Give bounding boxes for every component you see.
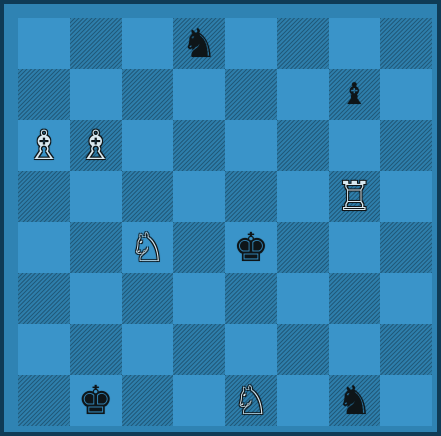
white-rook-icon[interactable]: ♖: [329, 171, 381, 222]
chess-board: ♞ ♝ ♗♗ ♖ ♘ ♚ ♚ ♘ ♞: [18, 18, 432, 426]
square-f4[interactable]: [277, 222, 329, 273]
square-g8[interactable]: [329, 18, 381, 69]
square-h5[interactable]: [380, 171, 432, 222]
square-g1[interactable]: ♞: [329, 375, 381, 426]
square-h4[interactable]: [380, 222, 432, 273]
square-b7[interactable]: [70, 69, 122, 120]
square-b3[interactable]: [70, 273, 122, 324]
square-a2[interactable]: [18, 324, 70, 375]
square-b8[interactable]: [70, 18, 122, 69]
square-f5[interactable]: [277, 171, 329, 222]
square-g4[interactable]: [329, 222, 381, 273]
square-d6[interactable]: [173, 120, 225, 171]
square-a7[interactable]: [18, 69, 70, 120]
black-knight-icon[interactable]: ♞: [173, 18, 225, 69]
square-b2[interactable]: [70, 324, 122, 375]
square-f7[interactable]: [277, 69, 329, 120]
square-f1[interactable]: [277, 375, 329, 426]
square-a4[interactable]: [18, 222, 70, 273]
square-e1[interactable]: ♘: [225, 375, 277, 426]
square-f8[interactable]: [277, 18, 329, 69]
square-e5[interactable]: [225, 171, 277, 222]
square-d7[interactable]: [173, 69, 225, 120]
black-bishop-icon[interactable]: ♝: [329, 69, 381, 120]
square-d5[interactable]: [173, 171, 225, 222]
white-bishop-icon[interactable]: ♗: [70, 120, 122, 171]
square-g5[interactable]: ♖: [329, 171, 381, 222]
square-d2[interactable]: [173, 324, 225, 375]
square-c7[interactable]: [122, 69, 174, 120]
square-e6[interactable]: [225, 120, 277, 171]
square-h2[interactable]: [380, 324, 432, 375]
square-c8[interactable]: [122, 18, 174, 69]
square-a8[interactable]: [18, 18, 70, 69]
square-g6[interactable]: [329, 120, 381, 171]
white-knight-icon[interactable]: ♘: [225, 375, 277, 426]
black-king-icon[interactable]: ♚: [70, 375, 122, 426]
square-e4[interactable]: ♚: [225, 222, 277, 273]
white-bishop-icon[interactable]: ♗: [18, 120, 70, 171]
square-h1[interactable]: [380, 375, 432, 426]
square-h7[interactable]: [380, 69, 432, 120]
square-c2[interactable]: [122, 324, 174, 375]
square-h6[interactable]: [380, 120, 432, 171]
square-c6[interactable]: [122, 120, 174, 171]
square-e7[interactable]: [225, 69, 277, 120]
square-a5[interactable]: [18, 171, 70, 222]
square-c5[interactable]: [122, 171, 174, 222]
square-d3[interactable]: [173, 273, 225, 324]
square-d1[interactable]: [173, 375, 225, 426]
square-e3[interactable]: [225, 273, 277, 324]
square-e8[interactable]: [225, 18, 277, 69]
black-king-icon[interactable]: ♚: [225, 222, 277, 273]
square-a6[interactable]: ♗: [18, 120, 70, 171]
square-a3[interactable]: [18, 273, 70, 324]
square-f3[interactable]: [277, 273, 329, 324]
square-d8[interactable]: ♞: [173, 18, 225, 69]
square-g2[interactable]: [329, 324, 381, 375]
square-g7[interactable]: ♝: [329, 69, 381, 120]
square-b5[interactable]: [70, 171, 122, 222]
square-b1[interactable]: ♚: [70, 375, 122, 426]
square-b6[interactable]: ♗: [70, 120, 122, 171]
square-c3[interactable]: [122, 273, 174, 324]
square-b4[interactable]: [70, 222, 122, 273]
square-e2[interactable]: [225, 324, 277, 375]
square-a1[interactable]: [18, 375, 70, 426]
square-c4[interactable]: ♘: [122, 222, 174, 273]
square-f6[interactable]: [277, 120, 329, 171]
square-h8[interactable]: [380, 18, 432, 69]
square-f2[interactable]: [277, 324, 329, 375]
square-h3[interactable]: [380, 273, 432, 324]
white-knight-icon[interactable]: ♘: [122, 222, 174, 273]
square-c1[interactable]: [122, 375, 174, 426]
square-d4[interactable]: [173, 222, 225, 273]
black-knight-icon[interactable]: ♞: [329, 375, 381, 426]
square-g3[interactable]: [329, 273, 381, 324]
